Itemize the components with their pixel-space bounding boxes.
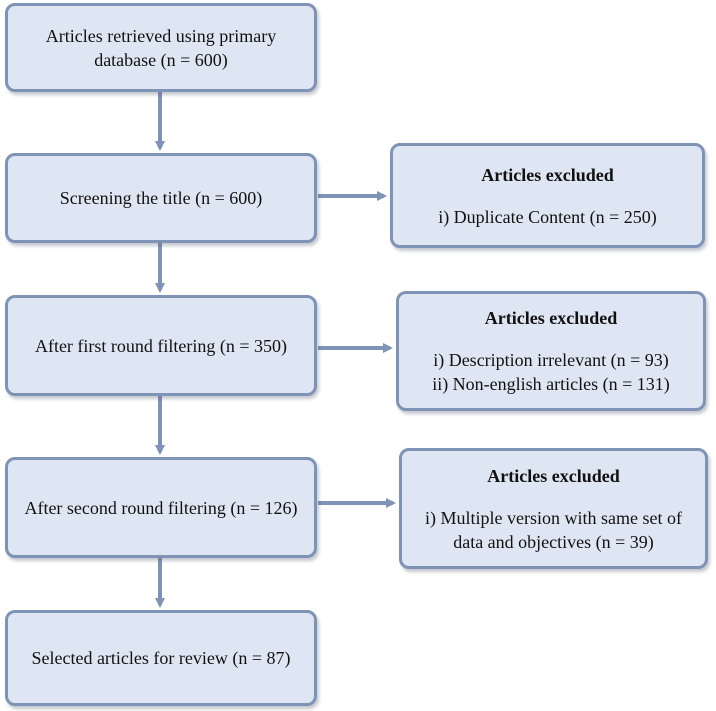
exclusion-reason: i) Duplicate Content (n = 250) <box>438 206 657 227</box>
step-articles-retrieved: Articles retrieved using primary databas… <box>5 3 317 92</box>
exclusion-heading: Articles excluded <box>487 465 620 486</box>
step-selected-articles-line-1: Selected articles for review (n = 87) <box>31 648 291 668</box>
exclusion-reason: ii) Non-english articles (n = 131) <box>432 374 670 394</box>
step-first-round-filtering: After first round filtering (n = 350) <box>5 295 317 396</box>
step-screening-title: Screening the title (n = 600) <box>5 153 317 243</box>
exclusion-box-second-round: Articles excluded i) Multiple version wi… <box>399 448 708 569</box>
exclusion-box-duplicates: Articles excluded i) Duplicate Content (… <box>390 143 705 248</box>
step-screening-title-line-1: Screening the title (n = 600) <box>59 188 263 208</box>
step-first-round-filtering-line-1: After first round filtering (n = 350) <box>34 335 288 356</box>
step-second-round-filtering-line-1: After second round filtering (n = 126) <box>24 497 298 518</box>
exclusion-heading: Articles excluded <box>484 308 618 328</box>
exclusion-reason: i) Multiple version with same set of <box>425 507 682 528</box>
exclusion-reason: data and objectives (n = 39) <box>453 531 654 552</box>
step-selected-articles: Selected articles for review (n = 87) <box>5 610 317 706</box>
step-second-round-filtering: After second round filtering (n = 126) <box>5 457 317 558</box>
exclusion-heading: Articles excluded <box>481 164 614 185</box>
exclusion-reason: i) Description irrelevant (n = 93) <box>433 350 669 370</box>
step-articles-retrieved-line-2: database (n = 600) <box>94 49 228 70</box>
step-articles-retrieved-line-1: Articles retrieved using primary <box>45 25 277 46</box>
exclusion-box-first-round: Articles excluded i) Description irrelev… <box>396 291 706 411</box>
